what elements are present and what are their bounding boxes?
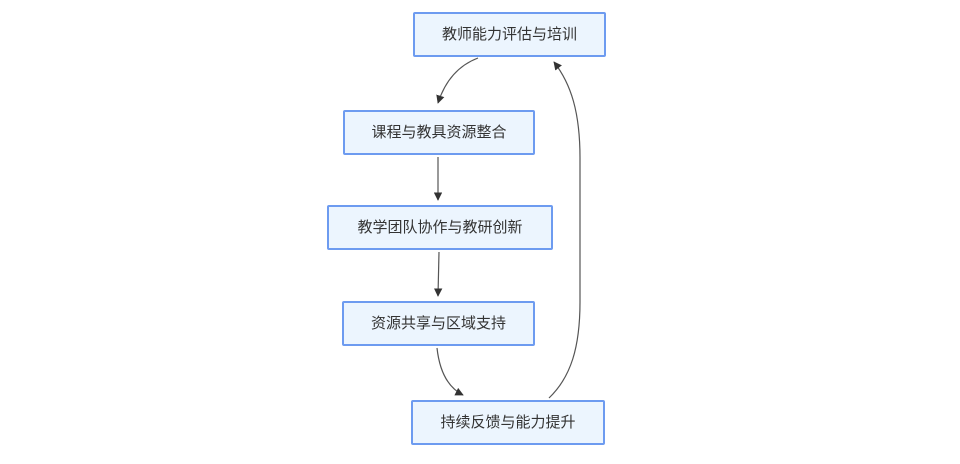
edge-n1-to-n2	[436, 57, 479, 104]
edge-n3-to-n4	[433, 251, 443, 297]
flowchart-node-teacher-assessment: 教师能力评估与培训	[413, 12, 606, 57]
node-label: 教学团队协作与教研创新	[357, 219, 523, 236]
flowchart-node-resource-sharing: 资源共享与区域支持	[342, 301, 535, 346]
edge-n4-to-n5	[436, 347, 464, 396]
node-label: 教师能力评估与培训	[441, 26, 577, 43]
node-label: 持续反馈与能力提升	[440, 414, 576, 431]
node-label: 课程与教具资源整合	[371, 124, 507, 141]
flowchart-node-continuous-feedback: 持续反馈与能力提升	[411, 400, 605, 445]
node-label: 资源共享与区域支持	[370, 315, 506, 332]
flowchart-node-resource-integration: 课程与教具资源整合	[343, 110, 535, 155]
flowchart-node-team-collaboration: 教学团队协作与教研创新	[327, 205, 553, 250]
edge-n5-to-n1-feedback	[548, 61, 581, 399]
